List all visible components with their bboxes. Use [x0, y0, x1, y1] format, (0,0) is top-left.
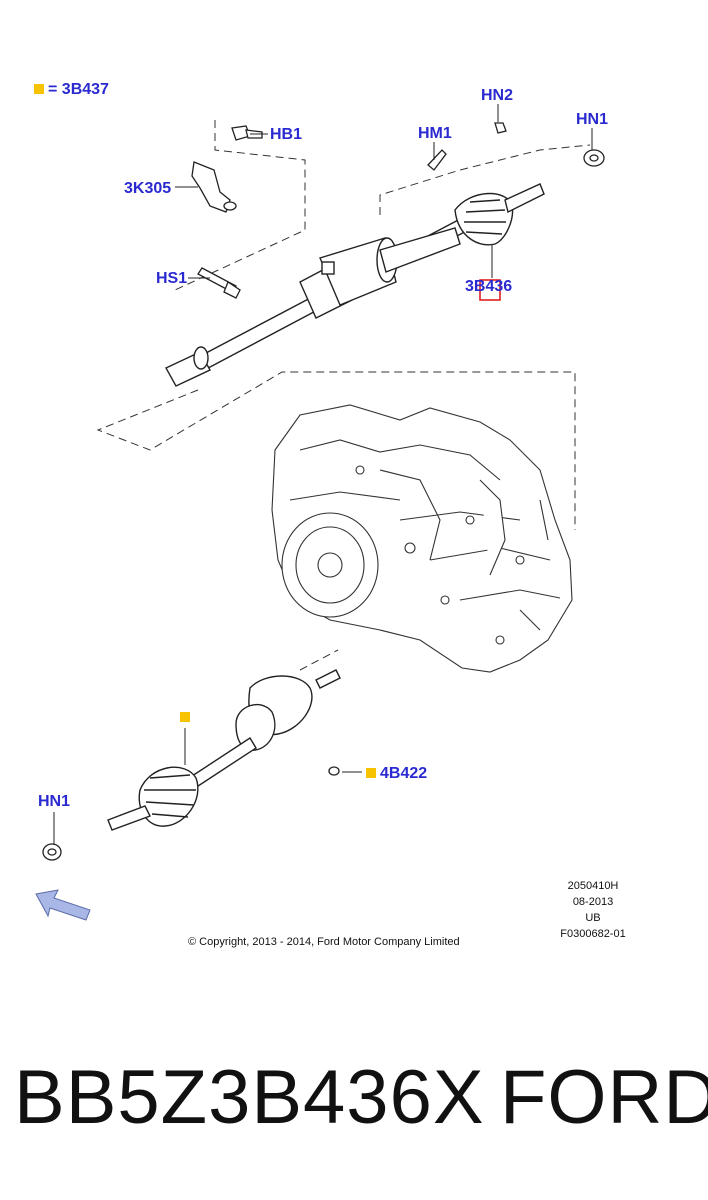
callout-hn1-top: HN1 — [576, 111, 608, 128]
highlight-box — [479, 279, 501, 301]
callout-hm1: HM1 — [418, 125, 452, 142]
transaxle-housing — [271, 404, 573, 673]
drawing-figure-number: F0300682-01 — [560, 928, 626, 940]
drawing-date: 08-2013 — [572, 896, 614, 908]
marker-shaft — [180, 712, 190, 722]
callout-3b436: 3B436 — [465, 278, 512, 295]
upper-drive-shaft — [165, 183, 545, 387]
front-direction-arrow — [35, 889, 91, 921]
callout-hn1-bottom: HN1 — [38, 793, 70, 810]
legend-text: = 3B437 — [48, 81, 109, 98]
callout-hn2: HN2 — [481, 87, 513, 104]
callout-3k305: 3K305 — [124, 180, 171, 197]
exploded-parts-diagram: = 3B437 — [34, 81, 608, 921]
copyright-notice: © Copyright, 2013 - 2014, Ford Motor Com… — [188, 936, 460, 948]
hardware-parts — [42, 122, 605, 861]
callout-hs1: HS1 — [156, 270, 187, 287]
drawing-region: UB — [585, 912, 601, 924]
marker-4b422 — [366, 768, 376, 778]
brand-label: FORD — [500, 1055, 708, 1140]
part-number-label: BB5Z3B436X — [14, 1055, 485, 1140]
legend-marker — [34, 84, 44, 94]
callout-hb1: HB1 — [270, 126, 302, 143]
lower-drive-shaft — [107, 669, 341, 831]
drawing-id: 2050410H — [567, 880, 619, 892]
callout-4b422: 4B422 — [380, 765, 427, 782]
leader-lines — [53, 104, 593, 845]
dashed-guide-lines — [96, 120, 591, 671]
